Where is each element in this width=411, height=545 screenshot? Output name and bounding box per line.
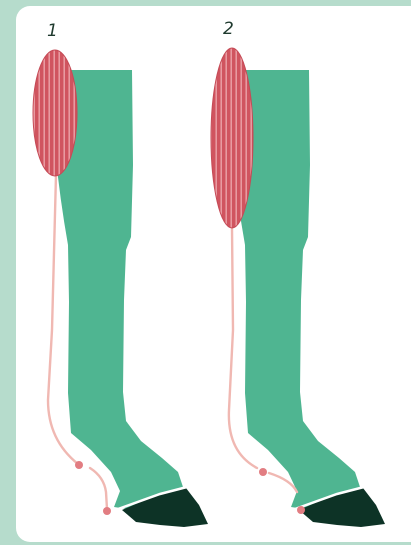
leg-1-tendon-lower [90,468,107,509]
leg-2-joint-upper [259,468,267,476]
leg-1-label: 1 [47,21,58,41]
leg-2-joint-lower [297,506,305,514]
leg-2 [211,48,385,527]
leg-2-muscle [211,48,253,228]
leg-2-label: 2 [223,19,234,39]
leg-1-muscle [33,50,77,176]
leg-1-joint-lower [103,507,111,515]
leg-1 [33,50,208,527]
leg-1-joint-upper [75,461,83,469]
